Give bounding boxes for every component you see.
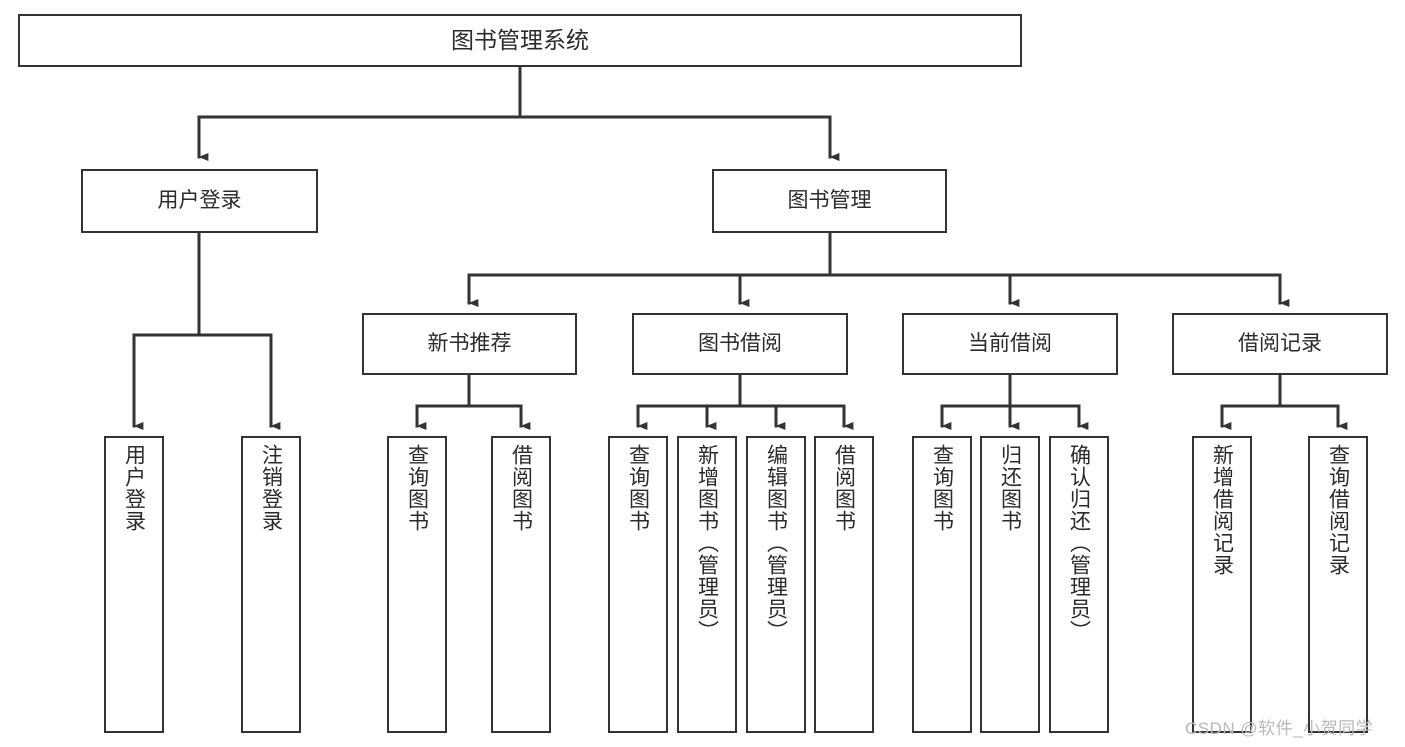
node-leaf-edit-book-label: 编辑图书（管理员） [764,444,788,642]
node-leaf-add-record[interactable]: 新增借阅记录 [1192,436,1252,733]
node-leaf-add-book-label: 新增图书（管理员） [695,444,719,642]
node-leaf-query-book-3-label: 查询图书 [930,444,954,532]
node-leaf-return-book-label: 归还图书 [998,444,1022,532]
node-current-borrow-label: 当前借阅 [968,332,1052,356]
node-leaf-query-book-3[interactable]: 查询图书 [912,436,972,733]
node-leaf-borrow-book-1-label: 借阅图书 [509,444,533,532]
node-leaf-query-book-1-label: 查询图书 [405,444,429,532]
node-leaf-query-record[interactable]: 查询借阅记录 [1308,436,1368,733]
node-leaf-query-book-1[interactable]: 查询图书 [387,436,447,733]
node-leaf-query-book-2-label: 查询图书 [626,444,650,532]
node-leaf-add-record-label: 新增借阅记录 [1210,444,1234,576]
node-user-login[interactable]: 用户登录 [81,169,318,233]
node-root[interactable]: 图书管理系统 [18,14,1022,67]
node-leaf-logout-login[interactable]: 注销登录 [241,436,301,733]
node-leaf-logout-login-label: 注销登录 [259,444,283,532]
node-book-manage-label: 图书管理 [787,189,872,213]
node-user-login-label: 用户登录 [157,189,242,213]
node-leaf-edit-book[interactable]: 编辑图书（管理员） [746,436,806,733]
node-borrow-record[interactable]: 借阅记录 [1172,313,1388,375]
node-leaf-borrow-book-2[interactable]: 借阅图书 [814,436,874,733]
node-current-borrow[interactable]: 当前借阅 [902,313,1118,375]
node-new-book-recommend-label: 新书推荐 [427,332,512,356]
node-book-borrow[interactable]: 图书借阅 [632,313,848,375]
node-book-manage[interactable]: 图书管理 [712,169,947,233]
node-leaf-user-login-label: 用户登录 [122,444,146,532]
node-leaf-query-record-label: 查询借阅记录 [1326,444,1350,576]
node-leaf-user-login[interactable]: 用户登录 [104,436,164,733]
node-root-label: 图书管理系统 [451,26,589,53]
connector-lines [132,65,1348,430]
node-leaf-borrow-book-2-label: 借阅图书 [832,444,856,532]
node-leaf-query-book-2[interactable]: 查询图书 [608,436,668,733]
node-leaf-add-book[interactable]: 新增图书（管理员） [677,436,737,733]
node-leaf-confirm-return-label: 确认归还（管理员） [1067,444,1091,642]
node-leaf-confirm-return[interactable]: 确认归还（管理员） [1049,436,1109,733]
node-leaf-return-book[interactable]: 归还图书 [980,436,1040,733]
node-book-borrow-label: 图书借阅 [698,332,782,356]
node-borrow-record-label: 借阅记录 [1238,332,1322,356]
node-new-book-recommend[interactable]: 新书推荐 [362,313,577,375]
node-leaf-borrow-book-1[interactable]: 借阅图书 [491,436,551,733]
